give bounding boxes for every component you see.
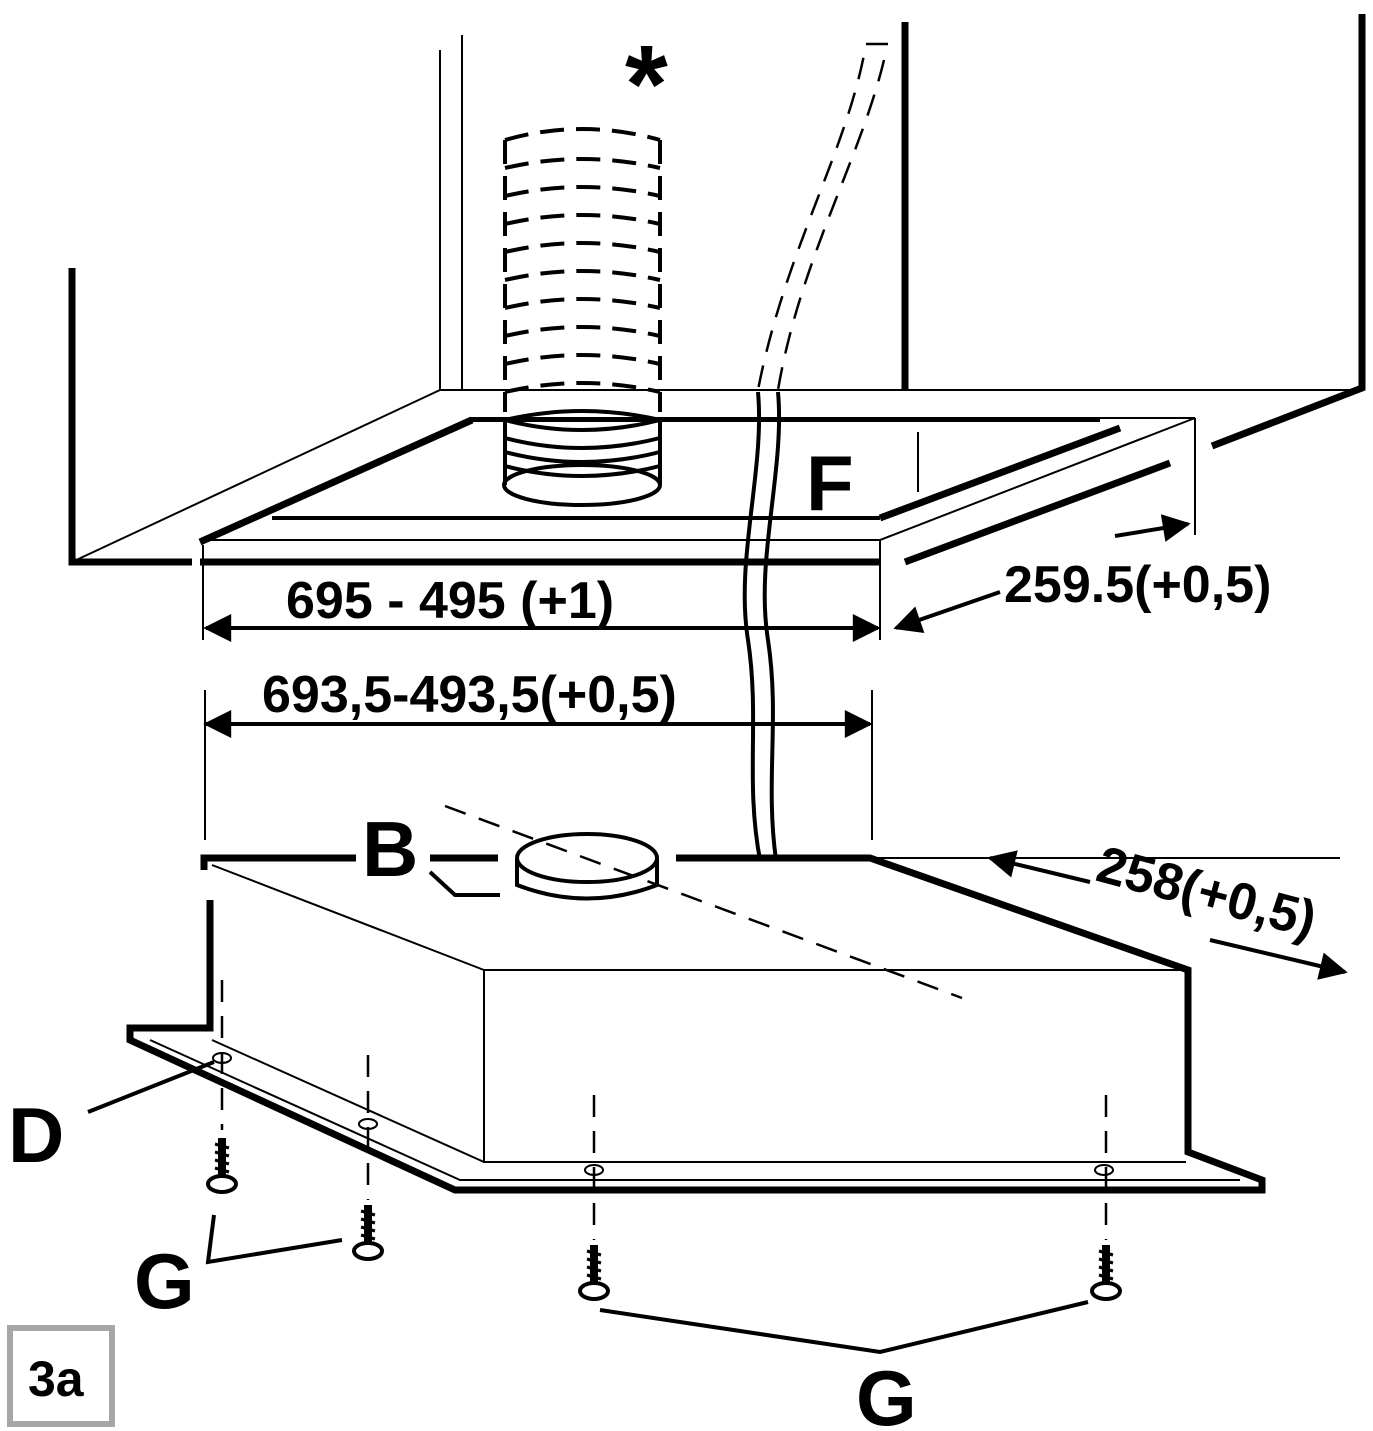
label-g-left: G: [134, 1237, 195, 1325]
leader-d: [87, 1060, 215, 1114]
leader-lines: [87, 870, 1089, 1355]
label-d: D: [8, 1091, 64, 1179]
cable-dashed-upper-2: [776, 59, 886, 391]
screws: [206, 1138, 1122, 1301]
flexible-duct: [502, 127, 662, 507]
screw-icon: [578, 1245, 610, 1301]
asterisk-label: *: [625, 23, 668, 146]
hood-top-back-edge: [200, 854, 356, 870]
hood-front-face: [483, 970, 1186, 1163]
cutout-depth-dimension: 259.5(+0,5): [1004, 556, 1271, 614]
screw-holes: [212, 980, 1114, 1240]
cabinet-left-wall: [68, 268, 192, 566]
screw-icon: [352, 1205, 384, 1261]
cabinet-right-wall: [1210, 14, 1366, 450]
hood-top-left-edge: [211, 864, 485, 971]
screw-icon: [206, 1138, 238, 1194]
dimension-arrows: [203, 514, 1348, 980]
cutout-depth-arrow-left: [893, 590, 1001, 633]
figure-tag-label: 3a: [28, 1351, 85, 1407]
leader-b: [428, 870, 500, 897]
cutout-right-edge: [878, 424, 1122, 522]
outlet-collar: [515, 832, 659, 901]
figure-tag: 3a: [7, 1325, 115, 1427]
hood-centerline: [444, 804, 963, 1000]
unit-depth-dimension: 258(+0,5): [1091, 836, 1322, 950]
unit-depth-arrow-right: [1209, 938, 1348, 980]
leader-g-left: [205, 1214, 343, 1265]
label-f: F: [806, 439, 854, 527]
screw-hole: [1094, 1164, 1114, 1176]
cutout-left-edge: [198, 416, 474, 546]
cutout-depth-arrow-right: [1114, 514, 1191, 542]
unit-depth-arrow-left: [987, 850, 1091, 884]
cabinet: [68, 14, 1366, 640]
cable-dashed-upper: [756, 42, 888, 391]
hood-outline-right-front: [126, 854, 1266, 1194]
label-g-bottom: G: [856, 1354, 917, 1431]
cabinet-floor-left: [71, 389, 441, 563]
duct-solid-section: [502, 409, 662, 507]
duct-dashed-section: [503, 127, 662, 412]
hood-flange-inner: [149, 1039, 1240, 1181]
screw-icon: [1090, 1245, 1122, 1301]
label-b: B: [362, 805, 418, 893]
hood-unit: [126, 690, 1340, 1194]
cutout-outer-outline: [199, 417, 1196, 541]
cutout-width-dimension: 695 - 495 (+1): [286, 572, 614, 630]
cabinet-right-front-edge: [903, 459, 1172, 566]
leader-g-bottom: [599, 1300, 1089, 1355]
hood-left-side-bottom: [211, 1039, 485, 1163]
unit-width-dimension: 693,5-493,5(+0,5): [262, 666, 677, 724]
